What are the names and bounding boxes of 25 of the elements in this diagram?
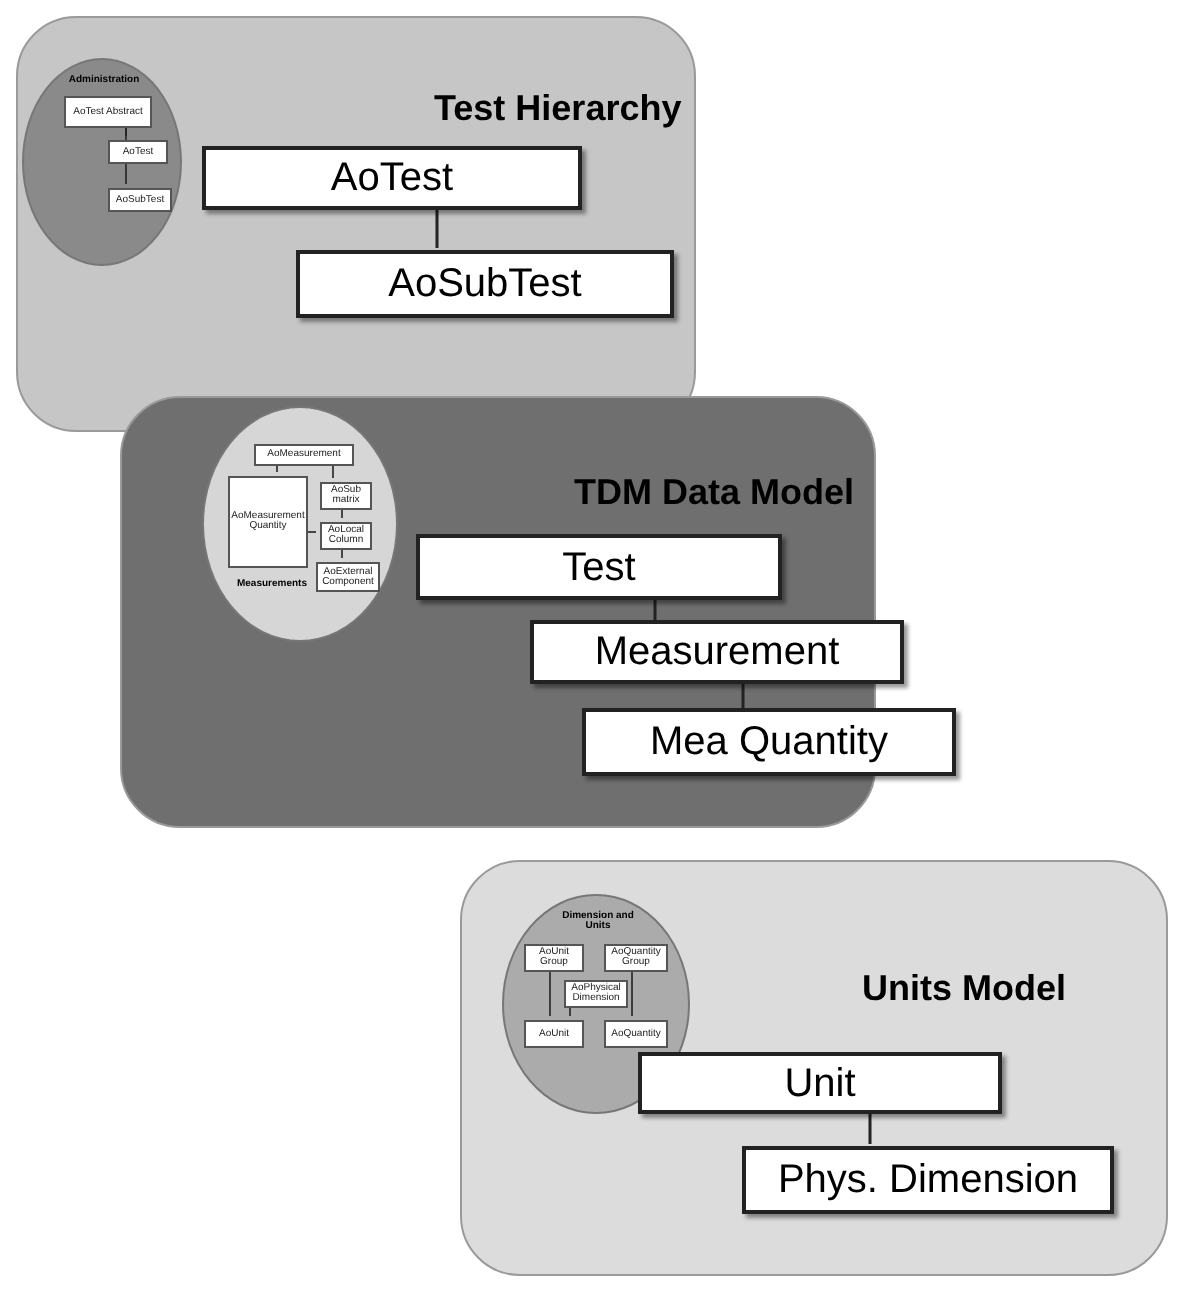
connector-line bbox=[332, 461, 334, 479]
connector-line bbox=[341, 545, 343, 559]
entity-box: Mea Quantity bbox=[582, 708, 956, 776]
connector-line bbox=[653, 598, 657, 620]
connector-line bbox=[569, 1003, 571, 1017]
model-panel bbox=[460, 860, 1168, 1276]
entity-box: Phys. Dimension bbox=[742, 1146, 1114, 1214]
entity-box: Measurement bbox=[530, 620, 904, 684]
connector-line bbox=[125, 123, 127, 185]
connector-line bbox=[435, 208, 439, 248]
connector-line bbox=[549, 967, 551, 1017]
connector-line bbox=[631, 967, 633, 1017]
model-panel bbox=[16, 16, 696, 432]
connector-line bbox=[276, 461, 278, 473]
connector-line bbox=[303, 531, 317, 533]
panel-title: Units Model bbox=[862, 966, 1068, 1011]
connector-line bbox=[341, 505, 343, 519]
panel-title: TDM Data Model bbox=[574, 470, 857, 515]
entity-box: AoTest bbox=[202, 146, 582, 210]
entity-box: AoSubTest bbox=[296, 250, 674, 318]
connector-line bbox=[868, 1112, 872, 1144]
connector-line bbox=[741, 684, 745, 708]
entity-box: Unit bbox=[638, 1052, 1002, 1114]
panel-title: Test Hierarchy bbox=[434, 86, 684, 131]
entity-box: Test bbox=[416, 534, 782, 600]
